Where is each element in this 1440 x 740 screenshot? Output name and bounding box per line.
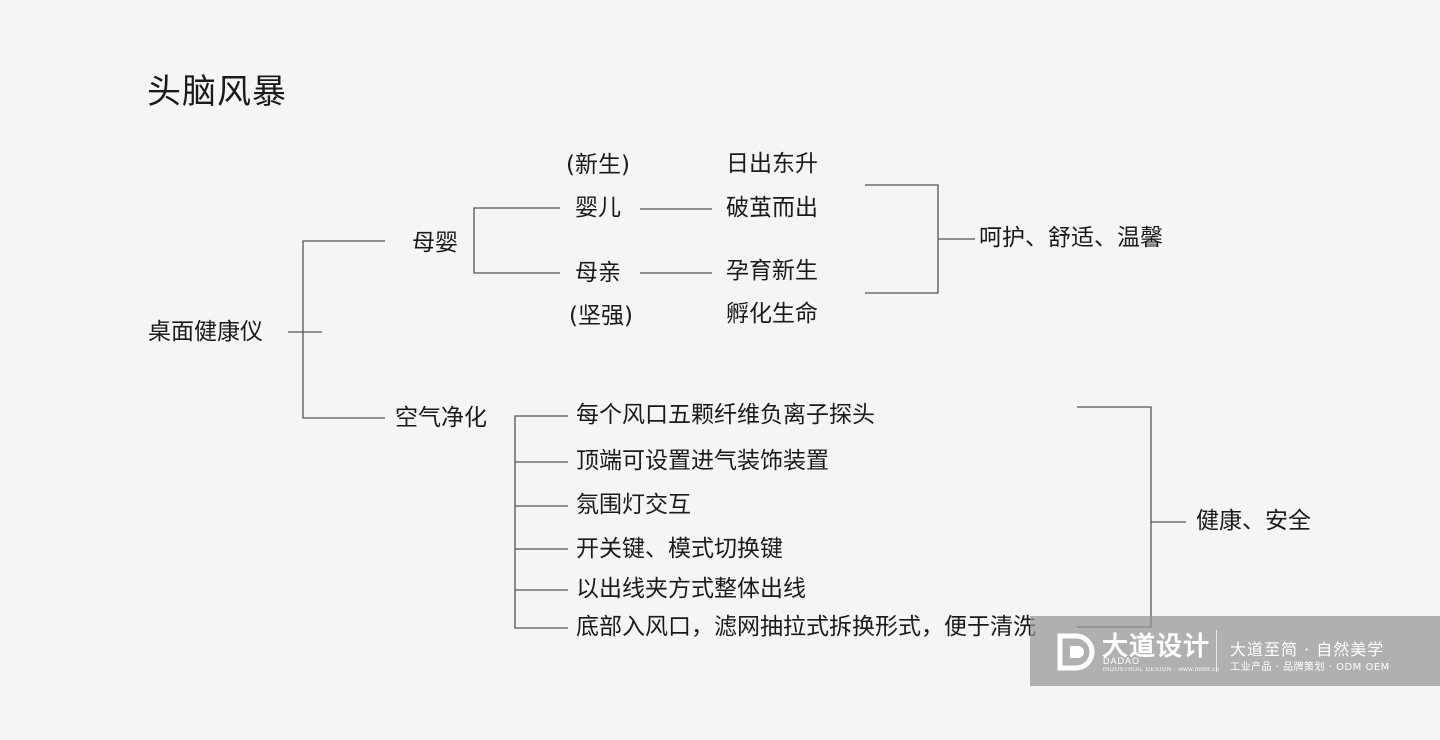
health-bracket: [1077, 406, 1152, 628]
feature-item: 以出线夹方式整体出线: [576, 576, 806, 602]
association-bracket: [865, 184, 939, 294]
features-bracket: [514, 415, 568, 629]
mother-note: (坚强): [569, 303, 633, 329]
watermark: 大道设计 DADAO INDUSTRIAL DESIGN · www.dddd.…: [1030, 616, 1440, 686]
root-node: 桌面健康仪: [148, 319, 263, 345]
page-title: 头脑风暴: [147, 72, 287, 112]
association-item: 孵化生命: [726, 301, 818, 327]
association-item: 日出东升: [726, 151, 818, 177]
feature-item: 开关键、模式切换键: [576, 536, 783, 562]
association-item: 破茧而出: [726, 195, 818, 221]
dadao-logo-icon: [1057, 633, 1095, 671]
association-item: 孕育新生: [726, 258, 818, 284]
watermark-divider: [1216, 630, 1217, 672]
feature-item: 底部入风口，滤网抽拉式拆换形式，便于清洗: [576, 614, 1036, 640]
root-bracket: [302, 240, 385, 419]
feature-item: 每个风口五颗纤维负离子探头: [576, 402, 875, 428]
health-conclusion: 健康、安全: [1196, 508, 1311, 534]
watermark-brand-sub: INDUSTRIAL DESIGN · www.dddd.cn: [1103, 667, 1220, 673]
care-conclusion: 呵护、舒适、温馨: [979, 225, 1163, 251]
mother-node: 母亲: [575, 260, 621, 286]
feature-item: 顶端可设置进气装饰装置: [576, 448, 829, 474]
mother-baby-bracket: [473, 207, 560, 274]
watermark-slogan: 大道至简 · 自然美学: [1230, 640, 1385, 659]
watermark-slogan-sub: 工业产品 · 品牌策划 · ODM OEM: [1230, 662, 1390, 673]
branch-air-purify: 空气净化: [395, 405, 487, 431]
watermark-brand-en: DADAO: [1103, 656, 1141, 666]
branch-mother-baby: 母婴: [412, 230, 458, 256]
infant-node: 婴儿: [575, 195, 621, 221]
watermark-brand: 大道设计: [1102, 632, 1211, 662]
feature-item: 氛围灯交互: [576, 492, 691, 518]
infant-note: (新生): [566, 152, 630, 178]
